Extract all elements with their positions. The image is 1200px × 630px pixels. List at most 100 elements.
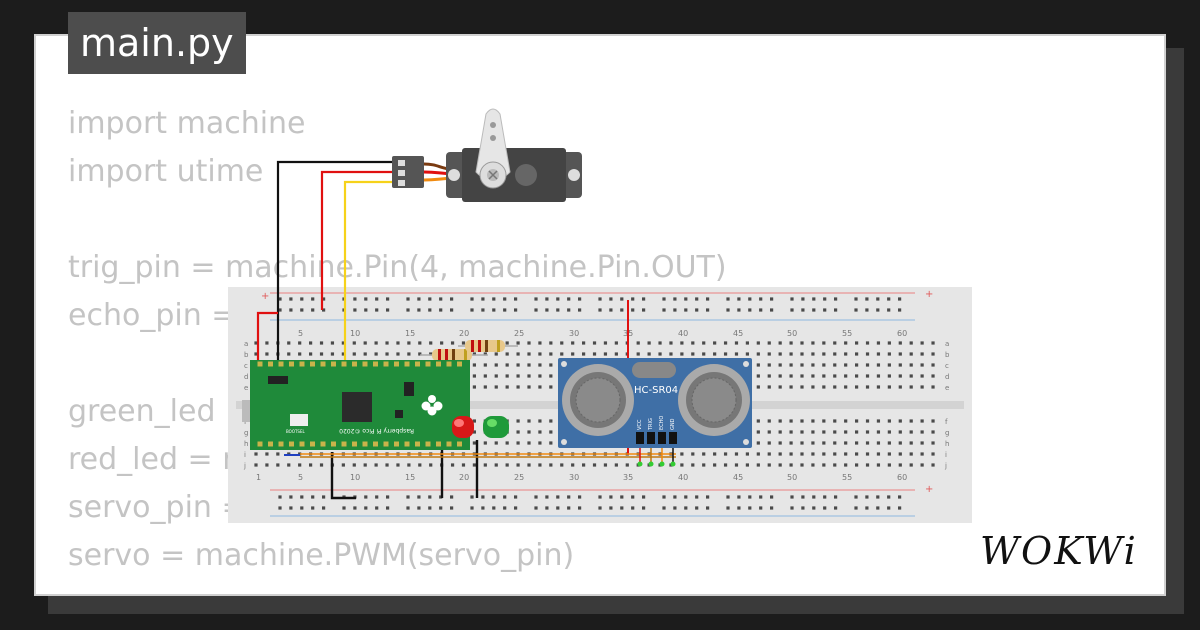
column-number: 1 (256, 473, 261, 482)
breadboard-hole (909, 374, 913, 378)
servo-motor[interactable] (392, 108, 582, 202)
leds[interactable] (452, 416, 509, 438)
breadboard-hole (759, 506, 763, 510)
breadboard-hole (887, 352, 891, 356)
ultrasonic-sensor[interactable]: HC-SR04 VCC TRIG ECHO GND (558, 358, 752, 467)
pico-pin (436, 441, 441, 447)
breadboard-hole (662, 297, 666, 301)
breadboard-hole (450, 308, 454, 312)
breadboard-hole (461, 463, 466, 467)
file-tab[interactable]: main.py (68, 12, 246, 74)
pico-pin (289, 441, 294, 447)
green-led[interactable] (483, 416, 509, 438)
breadboard-hole (319, 352, 324, 356)
breadboard-hole (822, 419, 826, 423)
red-led[interactable] (452, 416, 474, 438)
breadboard-hole (322, 297, 326, 301)
breadboard-hole (865, 374, 870, 378)
breadboard-hole (756, 341, 760, 345)
breadboard-hole (737, 308, 741, 312)
breadboard-hole (592, 352, 597, 356)
pico-pin (299, 441, 305, 447)
pico-pin (268, 361, 273, 367)
mount-hole (743, 361, 749, 367)
breadboard-hole (778, 363, 782, 367)
breadboard-hole (642, 495, 646, 499)
breadboard-hole (287, 341, 291, 345)
breadboard-hole (789, 341, 793, 345)
servo-body-inner (462, 148, 566, 202)
breadboard-hole (770, 308, 774, 312)
breadboard-hole (684, 297, 688, 301)
breadboard-hole (801, 506, 805, 510)
breadboard-hole (578, 297, 582, 301)
breadboard-hole (298, 352, 302, 356)
breadboard-hole (876, 430, 881, 434)
breadboard-hole (887, 419, 891, 423)
breadboard-hole (695, 495, 699, 499)
screw-cross-icon (488, 170, 498, 180)
resistors[interactable] (420, 340, 518, 361)
breadboard-hole (854, 506, 858, 510)
breadboard-hole (352, 463, 356, 467)
breadboard-hole (300, 506, 304, 510)
breadboard-hole (385, 463, 389, 467)
breadboard-hole (887, 463, 891, 467)
breadboard-hole (778, 419, 782, 423)
pico-pin (257, 441, 263, 447)
breadboard-hole (920, 385, 924, 389)
column-number: 45 (733, 473, 743, 482)
breadboard-hole (603, 341, 608, 345)
breadboard-hole (300, 495, 304, 499)
breadboard-hole (691, 341, 695, 345)
breadboard-hole (276, 463, 280, 467)
breadboard-hole (322, 506, 326, 510)
breadboard-hole (790, 308, 794, 312)
breadboard-hole (319, 341, 324, 345)
breadboard-hole (759, 495, 763, 499)
breadboard-hole (865, 385, 870, 389)
breadboard-hole (385, 352, 389, 356)
breadboard-hole (483, 385, 487, 389)
breadboard-hole (833, 430, 837, 434)
breadboard-hole (516, 352, 520, 356)
breadboard-hole (494, 374, 498, 378)
breadboard-hole (898, 495, 902, 499)
breadboard-hole (920, 430, 924, 434)
breadboard-hole (516, 341, 520, 345)
breadboard-hole (631, 506, 635, 510)
breadboard-hole (483, 352, 487, 356)
breadboard-hole (789, 452, 793, 456)
servo-gear (515, 164, 537, 186)
breadboard-hole (647, 341, 651, 345)
resistor-band (464, 349, 467, 361)
horn-hole (490, 135, 496, 141)
breadboard-hole (582, 352, 586, 356)
breadboard-hole (811, 452, 815, 456)
breadboard-hole (865, 452, 870, 456)
breadboard-hole (571, 463, 575, 467)
breadboard-hole (811, 430, 815, 434)
breadboard-hole (450, 297, 454, 301)
breadboard-hole (582, 463, 586, 467)
breadboard-hole (778, 341, 782, 345)
bootsel-button[interactable] (290, 414, 308, 426)
breadboard-hole (822, 385, 826, 389)
breadboard-hole (374, 463, 378, 467)
raspberry-pi-pico[interactable]: BOOTSEL Raspberry Pi Pico ©2020 (242, 360, 470, 450)
breadboard-hole (680, 452, 684, 456)
row-letter: h (244, 440, 248, 448)
breadboard-hole (300, 308, 304, 312)
breadboard-hole (931, 341, 935, 345)
breadboard-hole (823, 297, 827, 301)
breadboard-hole (516, 363, 520, 367)
breadboard-hole (876, 352, 881, 356)
column-number: 15 (405, 329, 415, 338)
column-number: 30 (569, 473, 579, 482)
breadboard-hole (812, 297, 816, 301)
breadboard-hole (920, 419, 924, 423)
breadboard-hole (538, 430, 542, 434)
breadboard-hole (876, 452, 881, 456)
breadboard-hole (789, 419, 793, 423)
